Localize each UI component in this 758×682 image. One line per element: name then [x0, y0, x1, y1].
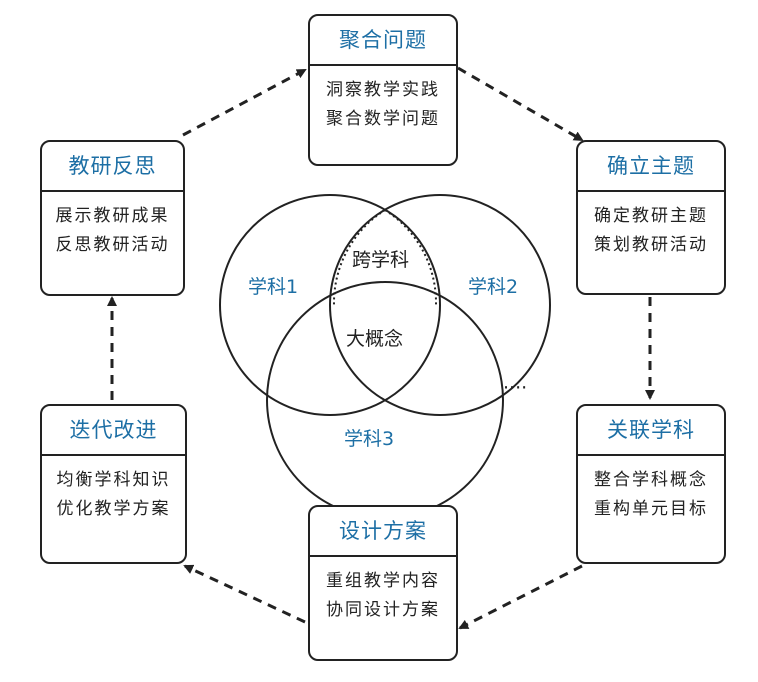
- node-iterate-title: 迭代改进: [42, 406, 185, 456]
- node-reflect-body: 展示教研成果 反思教研活动: [42, 192, 183, 260]
- node-aggregate-body: 洞察教学实践 聚合数学问题: [310, 66, 456, 134]
- venn-label-cross: 跨学科: [352, 249, 409, 271]
- arrow-design-to-iterate: [183, 564, 306, 624]
- arrow-reflect-to-aggregate: [182, 68, 307, 137]
- node-iterate-body: 均衡学科知识 优化教学方案: [42, 456, 185, 524]
- node-confirm-line2: 策划教研活动: [594, 235, 708, 255]
- node-confirm-body: 确定教研主题 策划教研活动: [578, 192, 724, 260]
- venn-dotted-arc-1: [384, 209, 438, 306]
- node-iterate-line2: 优化教学方案: [56, 499, 171, 519]
- node-aggregate-line1: 洞察教学实践: [326, 80, 440, 100]
- node-iterate: 迭代改进 均衡学科知识 优化教学方案: [40, 404, 187, 564]
- venn-label-subject3: 学科3: [344, 428, 394, 450]
- node-design-line2: 协同设计方案: [326, 600, 440, 620]
- node-design-line1: 重组教学内容: [326, 571, 440, 591]
- node-reflect-line2: 反思教研活动: [55, 235, 170, 255]
- node-confirm-line1: 确定教研主题: [594, 206, 708, 226]
- node-reflect-title: 教研反思: [42, 142, 183, 192]
- node-relate: 关联学科 整合学科概念 重构单元目标: [576, 404, 726, 564]
- node-reflect: 教研反思 展示教研成果 反思教研活动: [40, 140, 185, 296]
- node-relate-body: 整合学科概念 重构单元目标: [578, 456, 724, 524]
- venn-label-core: 大概念: [346, 327, 403, 350]
- node-iterate-line1: 均衡学科知识: [56, 470, 171, 490]
- node-reflect-line1: 展示教研成果: [55, 206, 170, 226]
- arrow-aggregate-to-confirm: [457, 66, 584, 142]
- venn-circle-subject2: [329, 194, 551, 416]
- venn-dotted-arc-2: [332, 209, 386, 306]
- venn-label-subject1: 学科1: [248, 276, 298, 298]
- node-design-body: 重组教学内容 协同设计方案: [310, 557, 456, 625]
- node-relate-line1: 整合学科概念: [594, 470, 708, 490]
- node-design-title: 设计方案: [310, 507, 456, 557]
- node-design: 设计方案 重组教学内容 协同设计方案: [308, 505, 458, 661]
- venn-label-subject2: 学科2: [468, 276, 518, 298]
- node-confirm-title: 确立主题: [578, 142, 724, 192]
- node-relate-title: 关联学科: [578, 406, 724, 456]
- arrow-relate-to-design: [458, 564, 583, 630]
- venn-more-dots: ····: [503, 377, 527, 399]
- node-relate-line2: 重构单元目标: [594, 499, 708, 519]
- node-aggregate-title: 聚合问题: [310, 16, 456, 66]
- venn-circle-subject1: [219, 194, 441, 416]
- node-aggregate: 聚合问题 洞察教学实践 聚合数学问题: [308, 14, 458, 166]
- node-aggregate-line2: 聚合数学问题: [326, 109, 440, 129]
- node-confirm: 确立主题 确定教研主题 策划教研活动: [576, 140, 726, 295]
